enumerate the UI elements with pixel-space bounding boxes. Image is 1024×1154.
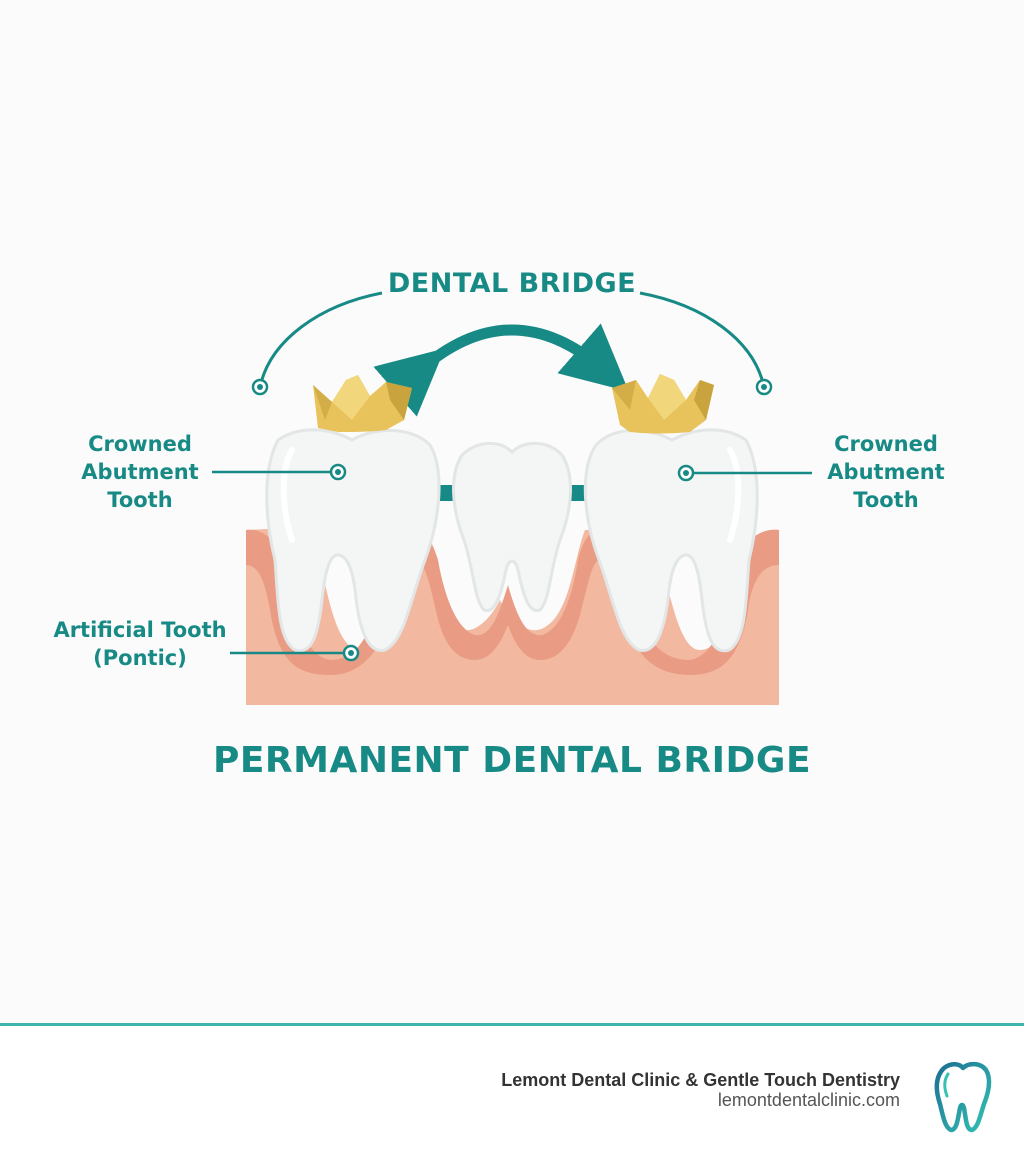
bridge-double-arrow (373, 323, 629, 417)
right-abutment-tooth (583, 428, 759, 653)
callout-dot-pontic (342, 644, 360, 662)
main-title: PERMANENT DENTAL BRIDGE (212, 740, 812, 781)
clinic-name: Lemont Dental Clinic & Gentle Touch Dent… (501, 1070, 900, 1090)
footer: Lemont Dental Clinic & Gentle Touch Dent… (0, 1026, 1024, 1154)
callout-dot-left-crown (329, 463, 347, 481)
right-crowned-abutment-label: Crowned Abutment Tooth (827, 432, 945, 512)
right-bridge-arc (639, 291, 766, 388)
footer-divider (0, 1023, 1024, 1026)
left-bridge-arc (258, 291, 383, 388)
callout-dot-right-crown (677, 464, 695, 482)
left-crowned-abutment-label: Crowned Abutment Tooth (81, 432, 199, 512)
arc-end-dot-left (251, 378, 269, 396)
pontic-tooth (452, 441, 572, 613)
dental-bridge-label: DENTAL BRIDGE (387, 268, 637, 299)
tooth-logo-icon (934, 1061, 992, 1133)
arc-end-dot-right (755, 378, 773, 396)
clinic-website-link[interactable]: lemontdentalclinic.com (717, 1090, 900, 1110)
pontic-label: Artificial Tooth (Pontic) (53, 618, 227, 670)
right-gold-crown (612, 374, 714, 434)
left-gold-crown (313, 375, 412, 432)
left-abutment-tooth (265, 428, 441, 653)
dental-bridge-diagram (212, 291, 812, 705)
